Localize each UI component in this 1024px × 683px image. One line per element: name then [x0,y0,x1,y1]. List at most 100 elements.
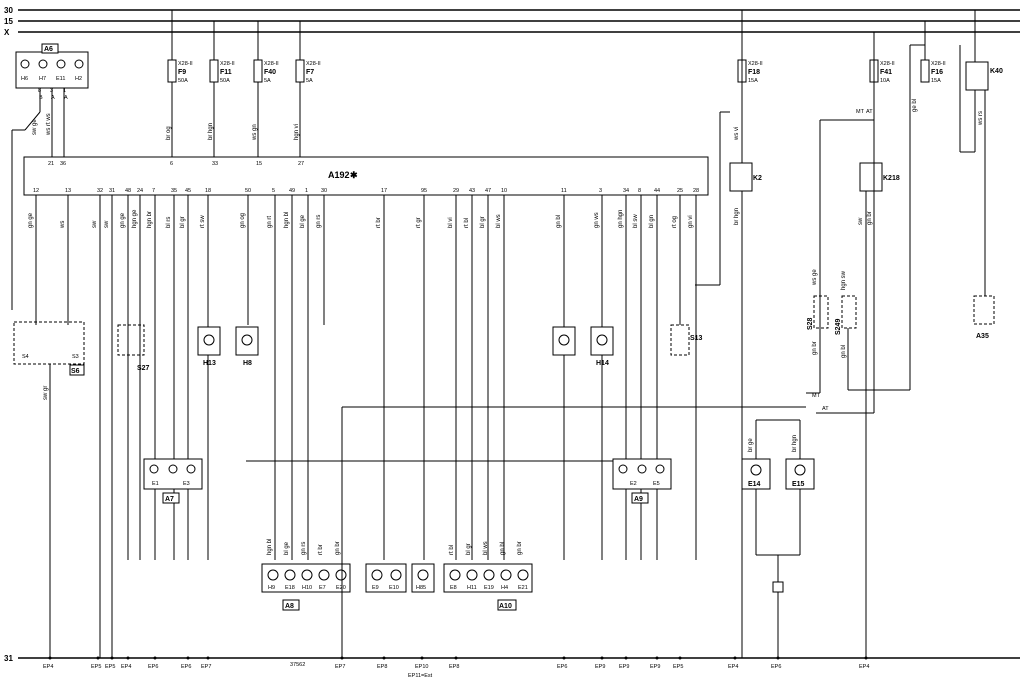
k2-wiring [695,10,743,658]
svg-text:F11: F11 [220,69,232,76]
svg-text:hgn ge: hgn ge [132,209,138,228]
svg-text:E3: E3 [183,481,190,487]
svg-text:gn vi: gn vi [688,215,694,228]
svg-text:50A: 50A [220,78,230,84]
a6-label: A6 [44,46,53,53]
svg-text:ws ge: ws ge [812,269,818,286]
rail-x-label: X [4,28,10,37]
a192-pin: 95 [421,188,427,194]
svg-text:ws vi: ws vi [734,127,740,141]
svg-text:rt gr: rt gr [416,217,422,228]
svg-text:A35: A35 [976,333,989,340]
svg-text:A: A [51,95,55,101]
a192-pin: 35 [171,188,177,194]
svg-text:27: 27 [298,161,304,167]
svg-text:rt br: rt br [376,217,382,228]
ground-point-label: EP5 [105,664,115,670]
a6-cluster: A6 H6 H7 E11 H2 8 3 1 B A A sw ge ws rt … [11,43,89,310]
svg-text:H11: H11 [467,585,477,591]
svg-text:AT: AT [822,406,829,412]
svg-text:5A: 5A [306,78,313,84]
svg-text:gn rs: gn rs [316,215,322,228]
svg-text:E2: E2 [630,481,637,487]
ground-point-label: EP4 [43,664,53,670]
svg-text:bl ge: bl ge [300,214,306,228]
svg-text:F18: F18 [748,69,760,76]
svg-text:E7: E7 [319,585,326,591]
svg-text:gn bl: gn bl [841,345,847,358]
svg-text:E8: E8 [450,585,457,591]
h14-label: H14 [596,360,609,367]
a9-group: E2 E5 A9 [612,458,672,504]
svg-text:15A: 15A [931,78,941,84]
svg-text:bl ge: bl ge [284,541,290,555]
svg-text:rt bl: rt bl [449,545,455,555]
svg-text:E10: E10 [389,585,399,591]
svg-text:hgn vi: hgn vi [294,124,300,140]
rail-31-label: 31 [4,654,13,663]
svg-text:bl sw: bl sw [633,214,639,228]
ground-point-label: EP8 [449,664,459,670]
svg-text:bl vi: bl vi [448,217,454,228]
svg-text:MT: MT [812,393,821,399]
a192-pin: 34 [623,188,629,194]
a6-lamps: H6 H7 E11 H2 [20,59,84,82]
s27-label: S27 [137,365,150,372]
a192-pin: 32 [97,188,103,194]
svg-text:ge bl: ge bl [912,99,918,112]
svg-text:A7: A7 [165,496,174,503]
a192-pin: 48 [125,188,131,194]
a192-control-unit: A192 ✱ 21 36 6 33 15 27 [23,156,709,196]
svg-text:H10: H10 [302,585,312,591]
page-id: 37562 [290,662,305,668]
svg-text:gn br: gn br [867,211,873,225]
ground-point-label: EP6 [148,664,158,670]
svg-text:hgn br: hgn br [147,211,153,228]
svg-text:A: A [64,95,68,101]
svg-text:sw ge: sw ge [32,119,38,135]
svg-text:S6: S6 [71,368,80,375]
s6-switch: S6 S4 S3 sw gr [13,321,85,658]
svg-text:gn ws: gn ws [594,212,600,228]
a192-pin: 13 [65,188,71,194]
ground-rail: 31 [4,654,1020,663]
svg-text:H9: H9 [268,585,275,591]
svg-text:gn hgn: gn hgn [618,210,624,228]
svg-text:gn rs: gn rs [301,542,307,555]
svg-text:ws rs: ws rs [978,111,984,126]
svg-text:X28-II: X28-II [220,61,235,67]
svg-text:bl ws: bl ws [496,214,502,228]
mid-components: S27 H13 H8 H14 S13 [117,324,703,372]
s13-label: S13 [690,335,703,342]
svg-text:E5: E5 [653,481,660,487]
svg-text:bl gr: bl gr [180,216,186,228]
svg-text:S249: S249 [835,319,842,335]
svg-text:rt og: rt og [672,216,678,228]
svg-text:10A: 10A [880,78,890,84]
relays: K2 K218 K40 A35 S28 S249 [729,61,1003,340]
a6-h2: H2 [75,76,82,82]
a192-pin: 3 [599,188,602,194]
a192-pin: 11 [561,188,567,194]
svg-text:F16: F16 [931,69,943,76]
svg-text:ws: ws [60,221,66,229]
svg-text:bl ws: bl ws [483,541,489,555]
svg-text:bl gn: bl gn [649,215,655,228]
a192-pin: 28 [693,188,699,194]
svg-text:gn ge: gn ge [28,212,34,228]
svg-text:F9: F9 [178,69,186,76]
svg-text:21: 21 [48,161,54,167]
svg-text:E14: E14 [748,481,761,488]
ground-point-label: EP6 [557,664,567,670]
ground-point-label: EP10 [415,664,428,670]
svg-text:A9: A9 [634,496,643,503]
svg-text:gn br: gn br [517,541,523,555]
svg-text:gn og: gn og [240,213,246,228]
svg-text:H4: H4 [501,585,508,591]
